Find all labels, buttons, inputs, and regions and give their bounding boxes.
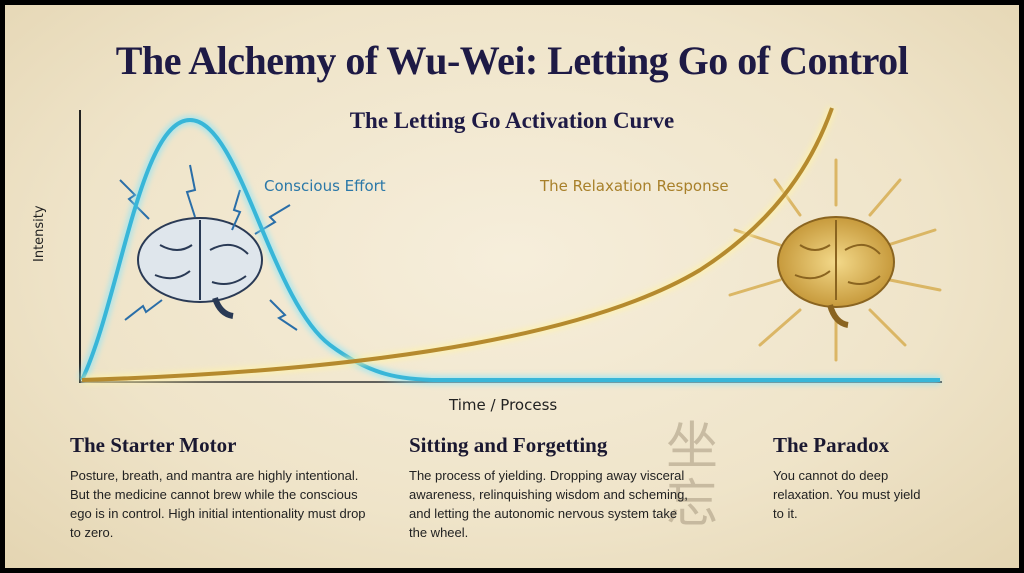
relaxation-response-curve — [81, 107, 834, 382]
section-heading: Sitting and Forgetting — [409, 433, 608, 457]
conscious-effort-curve — [80, 117, 940, 382]
section-heading: The Starter Motor — [70, 433, 237, 457]
blue-brain-icon — [137, 217, 263, 319]
relaxation-response-label: The Relaxation Response — [540, 177, 729, 195]
golden-brain-icon — [777, 216, 895, 328]
section-paradox: The Paradox You cannot do deep relaxatio… — [773, 433, 923, 523]
section-body: You cannot do deep relaxation. You must … — [773, 468, 921, 521]
x-axis-label: Time / Process — [449, 396, 558, 414]
diagram-subtitle: The Letting Go Activation Curve — [349, 108, 675, 133]
conscious-effort-label: Conscious Effort — [264, 177, 386, 195]
radiance-rays — [728, 158, 942, 362]
y-axis-label: Intensity — [32, 205, 47, 262]
section-body: Posture, breath, and mantra are highly i… — [70, 468, 366, 540]
watermark-kanji: 坐忘 — [665, 417, 718, 535]
section-heading: The Paradox — [773, 433, 890, 457]
section-sitting-and-forgetting: Sitting and Forgetting The process of yi… — [409, 433, 694, 542]
page-title: The Alchemy of Wu-Wei: Letting Go of Con… — [115, 38, 909, 83]
section-starter-motor: The Starter Motor Posture, breath, and m… — [70, 433, 370, 542]
section-body: The process of yielding. Dropping away v… — [409, 468, 688, 540]
